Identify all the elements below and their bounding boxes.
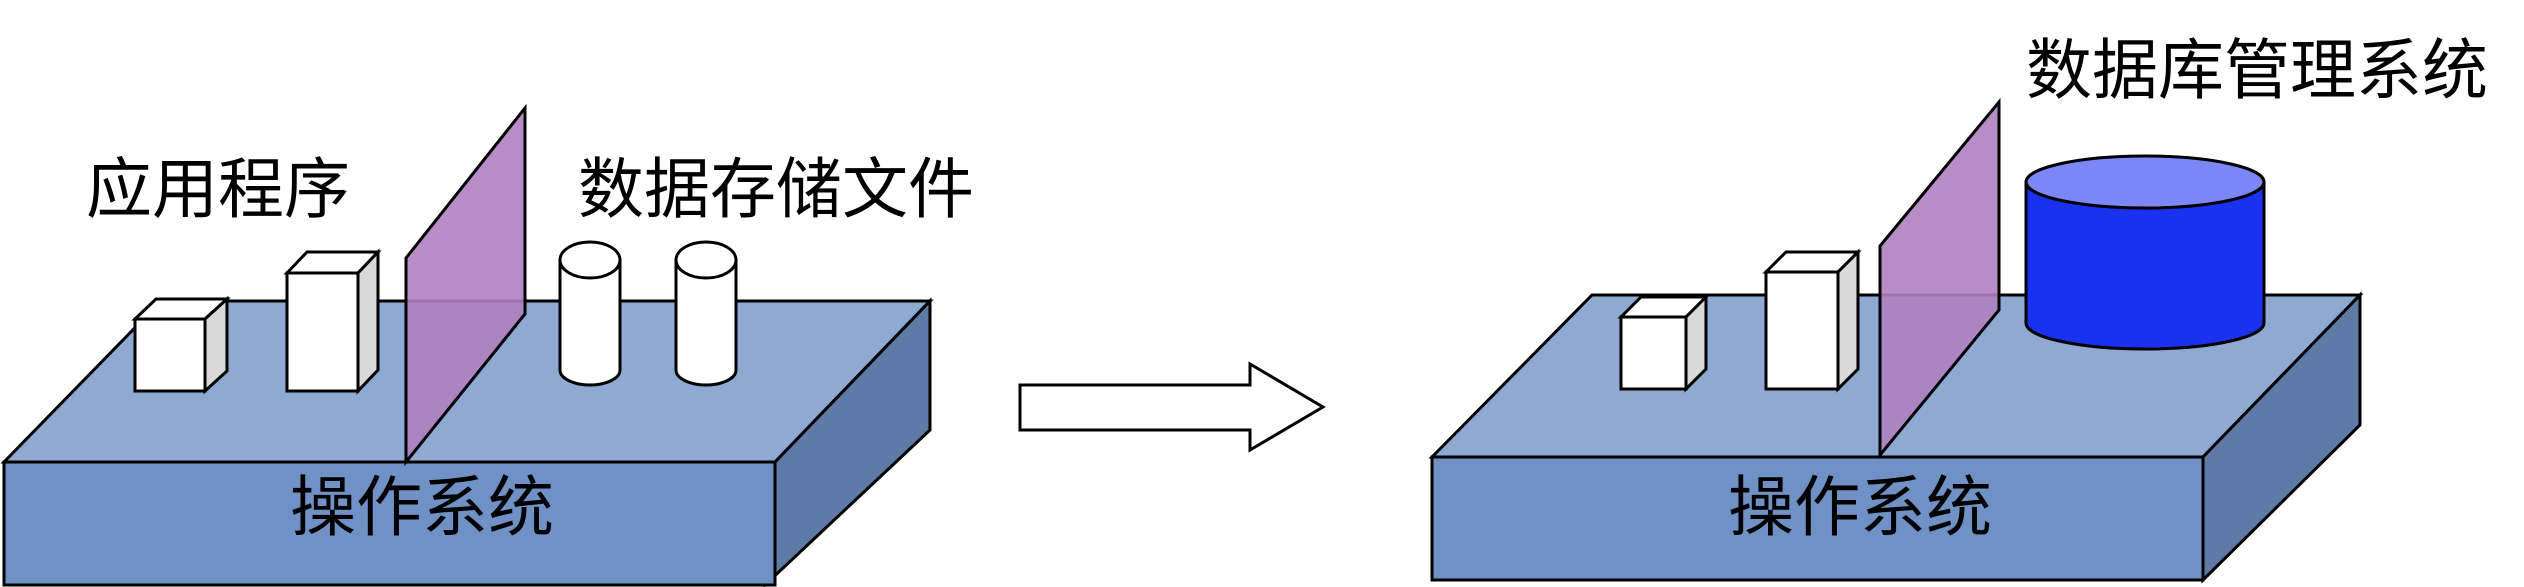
left-file-cylinder-2 [674, 240, 738, 387]
dbms-label: 数据库管理系统 [2026, 32, 2488, 109]
database-cylinder [2024, 154, 2266, 351]
right-small-app-cube [1617, 293, 1710, 393]
right-tall-app-box [1762, 248, 1862, 393]
left-small-app-cube [131, 295, 231, 395]
left-platform-front-face [2, 460, 777, 587]
left-scene: 应用程序 数据存储文件 操作系统 [0, 103, 974, 587]
transition-arrow [1018, 361, 1326, 453]
app-label: 应用程序 [86, 151, 350, 228]
left-partition-plane [404, 103, 527, 467]
left-tall-app-box [283, 248, 382, 395]
right-os-label: 操作系统 [1728, 469, 1992, 546]
left-os-label: 操作系统 [290, 469, 554, 546]
left-file-cylinder-1 [558, 240, 622, 387]
right-partition-plane [1878, 97, 2001, 460]
right-scene: 数据库管理系统 操作系统 [1428, 32, 2488, 584]
right-platform-front-face [1430, 455, 2205, 582]
file-label: 数据存储文件 [578, 151, 974, 228]
